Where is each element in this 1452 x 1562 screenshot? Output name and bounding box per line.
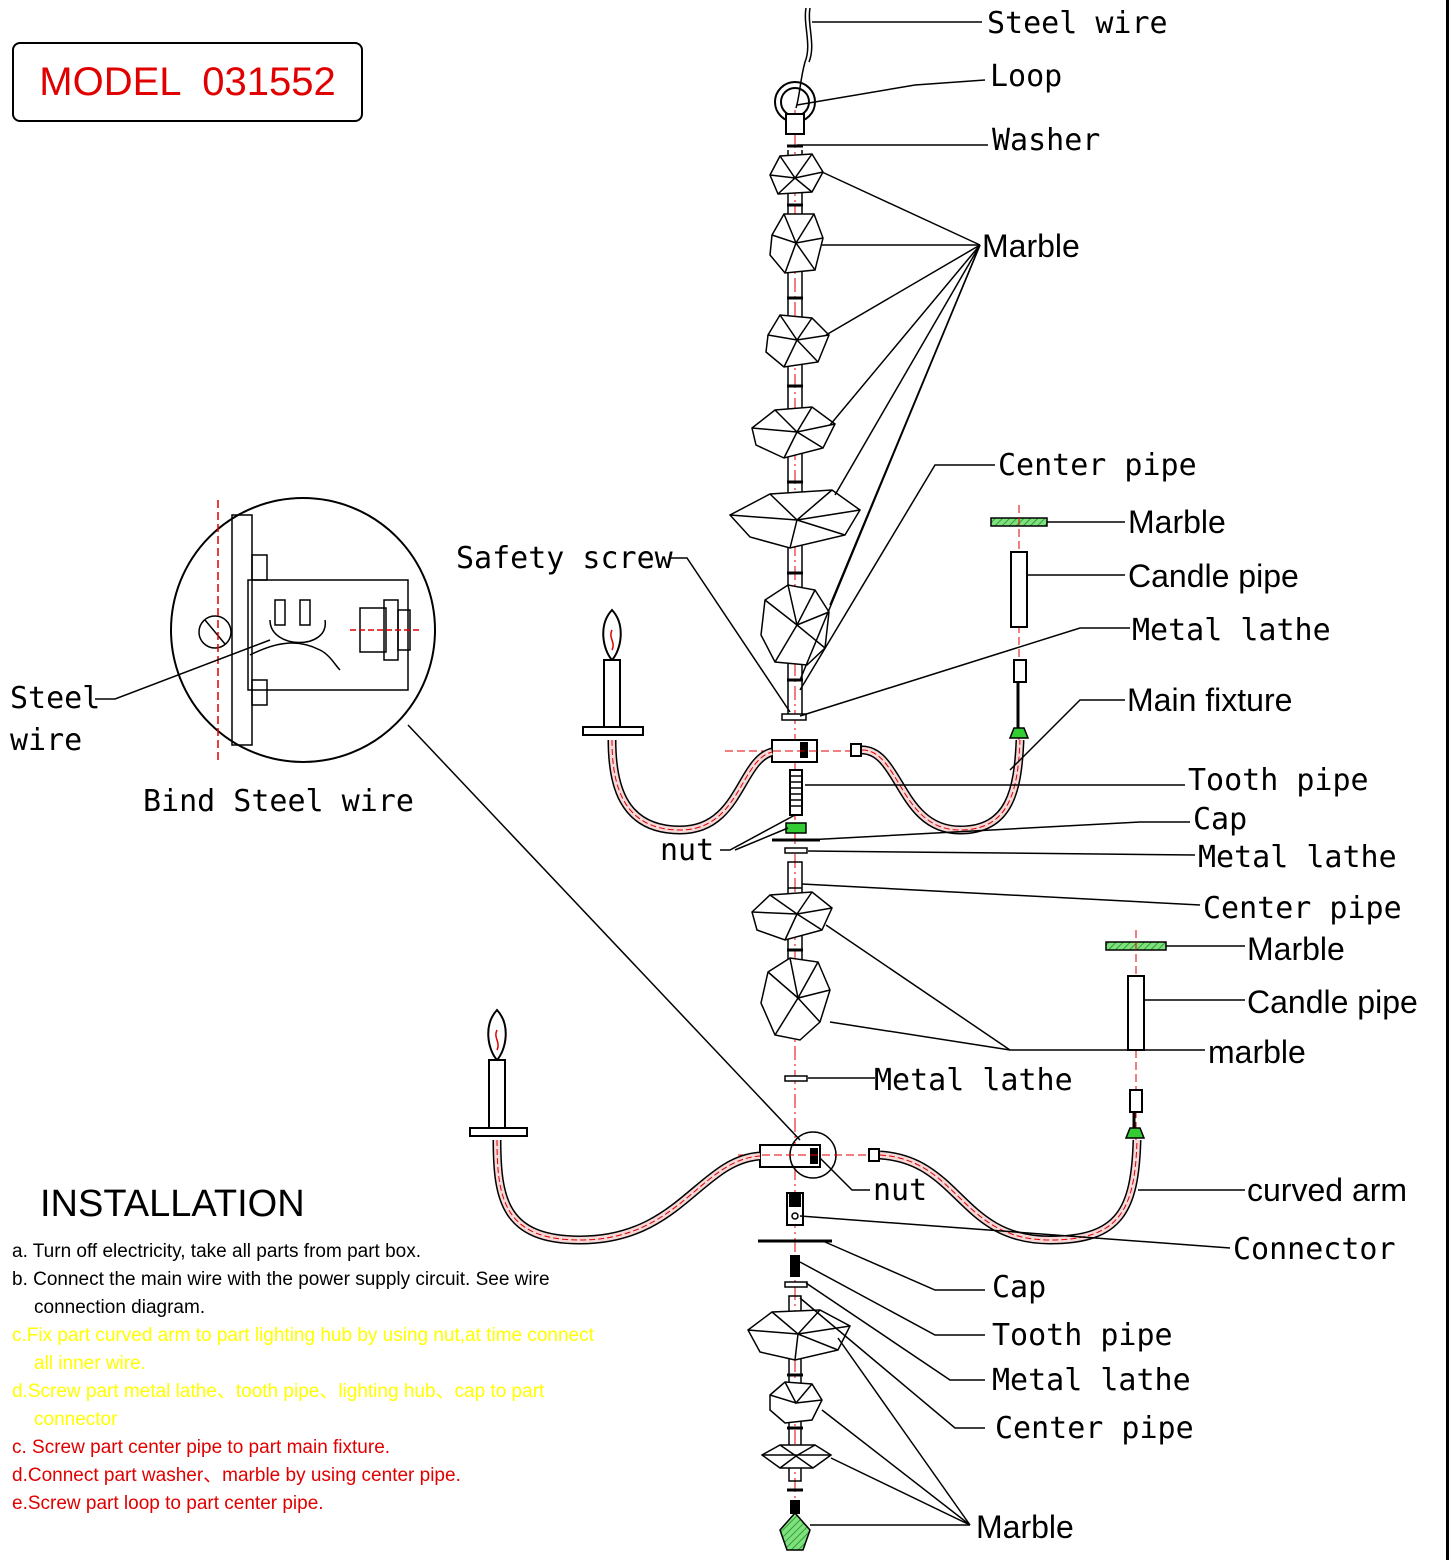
label-curved-arm: curved arm bbox=[1247, 1172, 1407, 1208]
leader-lines bbox=[95, 21, 1245, 1526]
detail-connector-line bbox=[407, 724, 801, 1141]
marble-stones-lower bbox=[747, 1309, 851, 1469]
label-metal-lathe-3: Metal lathe bbox=[874, 1063, 1073, 1098]
label-candle-pipe-1: Candle pipe bbox=[1128, 558, 1299, 594]
label-marble-candle-2: Marble bbox=[1247, 931, 1345, 967]
label-main-fixture: Main fixture bbox=[1127, 682, 1292, 718]
label-detail-wire: wire bbox=[10, 723, 82, 758]
label-nut-2: nut bbox=[873, 1173, 927, 1208]
label-nut-1: nut bbox=[660, 833, 714, 868]
label-detail-steel: Steel bbox=[10, 681, 100, 716]
steel-wire-part bbox=[795, 7, 813, 109]
label-cap-1: Cap bbox=[1193, 802, 1247, 837]
installation-step: e.Screw part loop to part center pipe. bbox=[12, 1493, 324, 1514]
installation-step: b. Connect the main wire with the power … bbox=[12, 1269, 550, 1318]
upper-right-candle bbox=[990, 505, 1048, 740]
marble-stones-upper bbox=[728, 153, 861, 666]
label-metal-lathe-2: Metal lathe bbox=[1198, 840, 1397, 875]
label-marble-bottom: Marble bbox=[976, 1509, 1074, 1545]
label-candle-pipe-2: Candle pipe bbox=[1247, 984, 1418, 1020]
label-connector: Connector bbox=[1233, 1232, 1396, 1267]
installation-steps: a. Turn off electricity, take all parts … bbox=[12, 1238, 612, 1518]
label-bind-steel-wire: Bind Steel wire bbox=[143, 784, 414, 819]
label-marble-candle-1: Marble bbox=[1128, 504, 1226, 540]
label-tooth-pipe-1: Tooth pipe bbox=[1188, 763, 1369, 798]
installation-step: d.Screw part metal lathe、tooth pipe、ligh… bbox=[12, 1381, 545, 1430]
installation-step: c. Screw part center pipe to part main f… bbox=[12, 1437, 391, 1458]
label-tooth-pipe-2: Tooth pipe bbox=[992, 1318, 1173, 1353]
label-metal-lathe-1: Metal lathe bbox=[1132, 613, 1331, 648]
installation-step: d.Connect part washer、marble by using ce… bbox=[12, 1465, 461, 1486]
installation-step: a. Turn off electricity, take all parts … bbox=[12, 1241, 422, 1262]
label-steel-wire: Steel wire bbox=[987, 6, 1168, 41]
label-cap-2: Cap bbox=[992, 1270, 1046, 1305]
installation-title: INSTALLATION bbox=[40, 1183, 305, 1225]
label-center-pipe-3: Center pipe bbox=[995, 1411, 1194, 1446]
washer-part bbox=[785, 113, 805, 135]
upper-left-candle bbox=[582, 608, 644, 736]
label-center-pipe-2: Center pipe bbox=[1203, 891, 1402, 926]
lower-left-candle bbox=[469, 1008, 528, 1137]
marble-stones-middle bbox=[751, 891, 833, 1041]
label-washer: Washer bbox=[992, 123, 1100, 158]
label-marble-upper: Marble bbox=[982, 228, 1080, 264]
label-safety-screw: Safety screw bbox=[456, 541, 674, 576]
lower-right-candle bbox=[1105, 930, 1167, 1140]
label-loop: Loop bbox=[990, 59, 1062, 94]
bind-steel-wire-detail bbox=[170, 497, 436, 763]
label-metal-lathe-4: Metal lathe bbox=[992, 1363, 1191, 1398]
model-title: MODEL 031552 bbox=[12, 42, 363, 122]
bottom-marble-finial bbox=[779, 1511, 811, 1551]
installation-step: c.Fix part curved arm to part lighting h… bbox=[12, 1325, 594, 1374]
label-center-pipe-upper: Center pipe bbox=[998, 448, 1197, 483]
label-marble-lower: marble bbox=[1208, 1034, 1306, 1070]
lower-curved-arms bbox=[492, 1139, 1142, 1245]
